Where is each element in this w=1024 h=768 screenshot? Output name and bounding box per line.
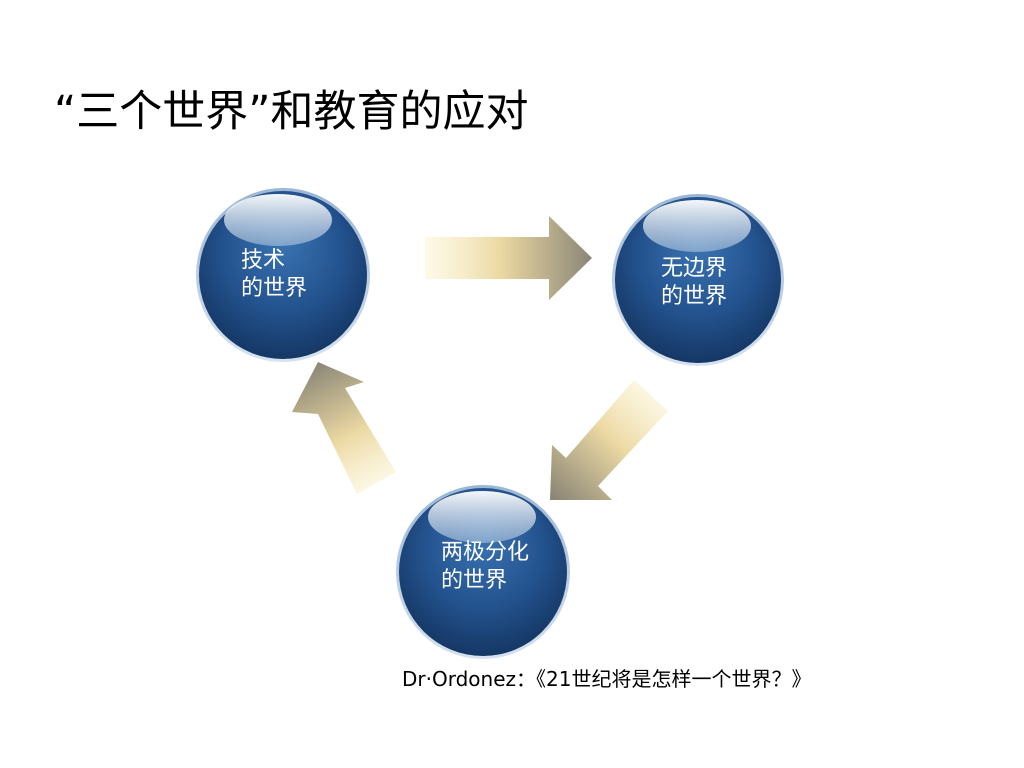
node-tech-world (196, 188, 370, 362)
node-label-polarized: 两极分化 的世界 (441, 539, 529, 595)
node-borderless-world (612, 194, 784, 366)
arrow-borderless-to-polarized (550, 380, 668, 500)
node-highlight (428, 491, 536, 543)
node-label-borderless: 无边界 的世界 (661, 255, 727, 311)
citation: Dr·Ordonez：《21世纪将是怎样一个世界？》 (402, 667, 812, 691)
node-label-line: 的世界 (441, 568, 508, 593)
arrow-polarized-to-tech (292, 362, 396, 494)
node-label-tech: 技术 的世界 (241, 247, 307, 303)
node-label-line: 两极分化 (441, 540, 530, 565)
node-label-line: 的世界 (661, 284, 728, 309)
node-highlight (643, 200, 751, 252)
node-highlight (224, 194, 332, 246)
slide-title: “三个世界”和教育的应对 (54, 87, 529, 137)
node-polarized-world (396, 485, 570, 659)
arrow-tech-to-borderless (425, 216, 592, 300)
node-label-line: 无边界 (661, 256, 728, 281)
node-label-line: 技术 (241, 248, 286, 273)
node-label-line: 的世界 (241, 276, 308, 301)
